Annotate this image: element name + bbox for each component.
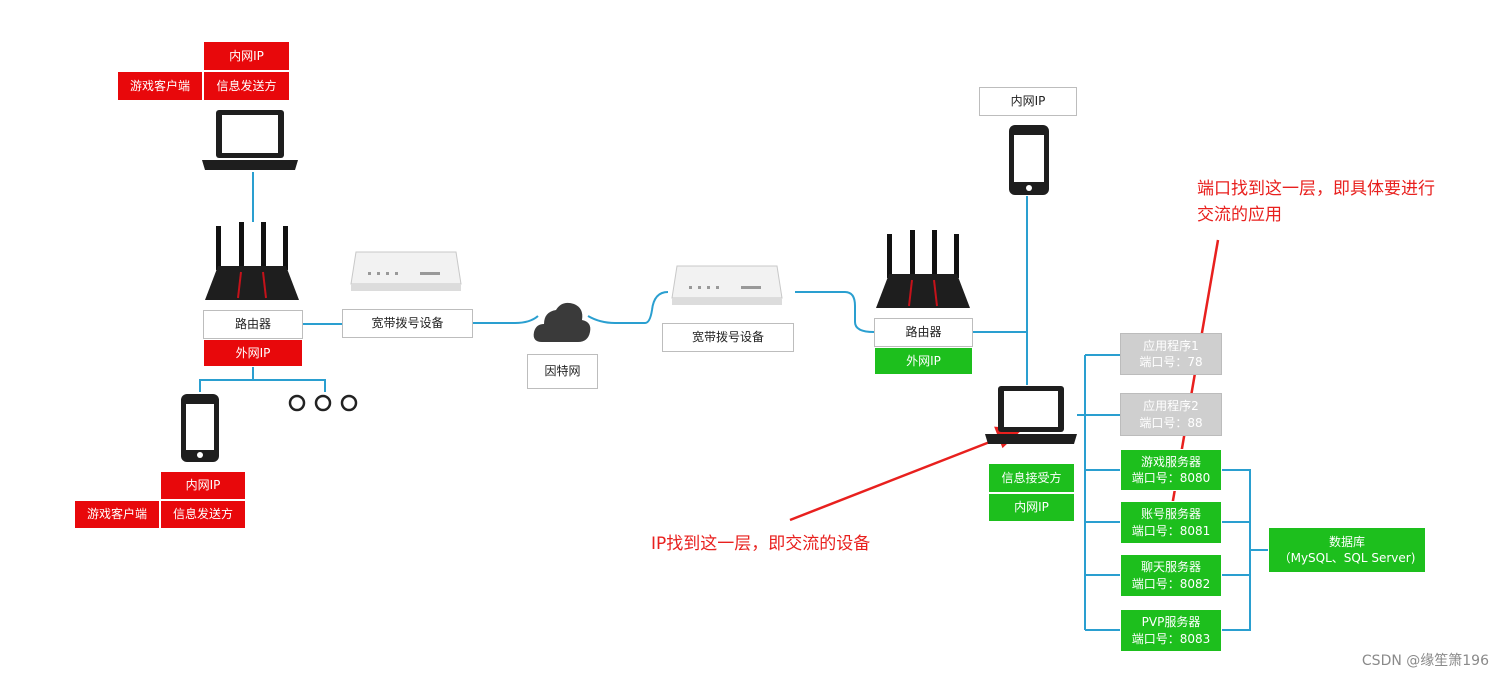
phone-icon — [181, 394, 219, 462]
right-modem-label: 宽带拨号设备 — [662, 323, 794, 352]
database-box: 数据库（MySQL、SQL Server) — [1268, 527, 1426, 573]
client-bottom-sender: 信息发送方 — [160, 500, 246, 529]
watermark: CSDN @缘笙箫196 — [1361, 653, 1489, 669]
router-icon — [205, 222, 299, 300]
left-router-label: 路由器 — [203, 310, 303, 339]
app-box: 账号服务器端口号：8081 — [1120, 501, 1222, 544]
app-box-text: 聊天服务器端口号：8082 — [1131, 560, 1211, 591]
right-phone-lan-ip: 内网IP — [979, 87, 1077, 116]
left-modem-label: 宽带拨号设备 — [342, 309, 473, 338]
modem-icon — [671, 265, 783, 305]
app-box: 聊天服务器端口号：8082 — [1120, 554, 1222, 597]
left-router-wan-ip: 外网IP — [203, 339, 303, 367]
right-router-label: 路由器 — [874, 318, 973, 347]
server-lan-ip: 内网IP — [988, 493, 1075, 522]
app-box: 游戏服务器端口号：8080 — [1120, 449, 1222, 491]
port-annotation: 端口找到这一层，即具体要进行交流的应用 — [1197, 179, 1435, 226]
app-box-text: 账号服务器端口号：8081 — [1131, 507, 1211, 538]
modem-icon — [350, 251, 462, 291]
app-box-text: 游戏服务器端口号：8080 — [1131, 454, 1211, 485]
client-bottom-lan-ip: 内网IP — [160, 471, 246, 500]
more-devices-icon — [288, 394, 358, 412]
database-text: 数据库（MySQL、SQL Server) — [1278, 534, 1416, 565]
client-bottom-role: 游戏客户端 — [74, 500, 160, 529]
phone-icon — [1009, 125, 1049, 195]
server-receiver: 信息接受方 — [988, 463, 1075, 493]
router-icon — [876, 230, 970, 308]
internet-label: 因特网 — [527, 354, 598, 389]
right-router-wan-ip: 外网IP — [874, 347, 973, 375]
laptop-icon — [985, 386, 1077, 444]
app-box: PVP服务器端口号：8083 — [1120, 609, 1222, 652]
laptop-icon — [202, 110, 298, 170]
cloud-icon — [533, 302, 591, 342]
app-box-text: PVP服务器端口号：8083 — [1131, 615, 1211, 646]
ip-annotation: IP找到这一层，即交流的设备 — [651, 534, 871, 554]
client-top-lan-ip: 内网IP — [203, 41, 290, 71]
client-top-role: 游戏客户端 — [117, 71, 203, 101]
client-top-sender: 信息发送方 — [203, 71, 290, 101]
